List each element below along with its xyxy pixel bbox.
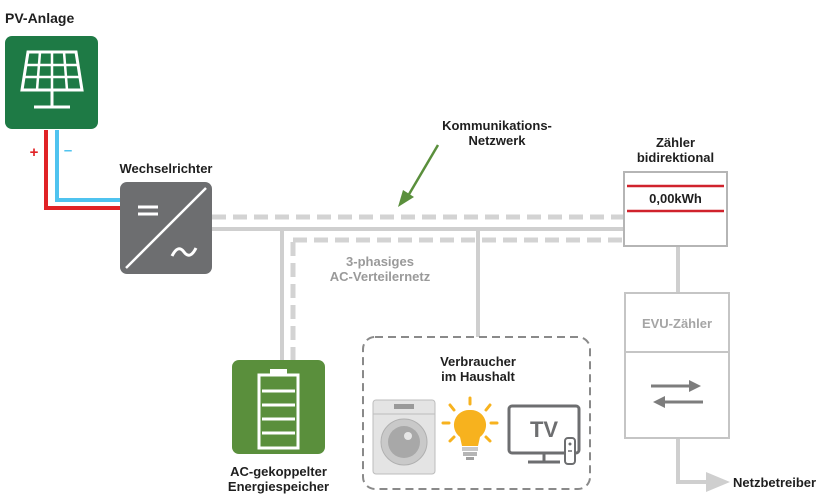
comm-network-label-line1: Kommunikations- [442,118,552,133]
light-bulb-icon [441,396,499,460]
solar-panel-icon [5,36,98,129]
tv-icon [507,404,581,465]
consumers-label-line1: Verbraucher [440,354,516,369]
minus-cable [55,130,121,202]
plus-sign: + [29,144,39,161]
inverter-label: Wechselrichter [119,161,213,176]
ac-network-label-line2: AC-Verteilernetz [329,269,431,284]
inverter-icon [120,182,212,274]
tv-label: TV [529,417,559,442]
ac-network-label-line1: 3-phasiges [346,254,414,269]
meter-label-line2: bidirektional [636,150,715,165]
minus-sign: – [63,142,73,159]
consumers-label-line2: im Haushalt [441,369,515,384]
bidirectional-meter [623,171,728,247]
grid-operator-label: Netzbetreiber [733,475,817,490]
grid-arrow-icon [706,472,730,492]
meter-value: 0,00kWh [649,191,702,206]
pv-label: PV-Anlage [5,10,75,26]
bidirectional-arrows-icon [651,380,703,408]
comm-network-label-line2: Netzwerk [468,133,526,148]
comm-pointer-line [406,144,440,197]
evu-meter [624,292,730,439]
grid-line [676,438,708,484]
battery-storage-icon [232,360,325,454]
comm-pointer-arrow-icon [398,190,414,207]
plus-cable [44,130,121,210]
storage-label-line1: AC-gekoppelter [230,464,327,479]
meter-label-line1: Zähler [655,135,695,150]
storage-label-line2: Energiespeicher [227,479,330,494]
evu-meter-label: EVU-Zähler [641,316,713,331]
washing-machine-icon [372,399,436,475]
